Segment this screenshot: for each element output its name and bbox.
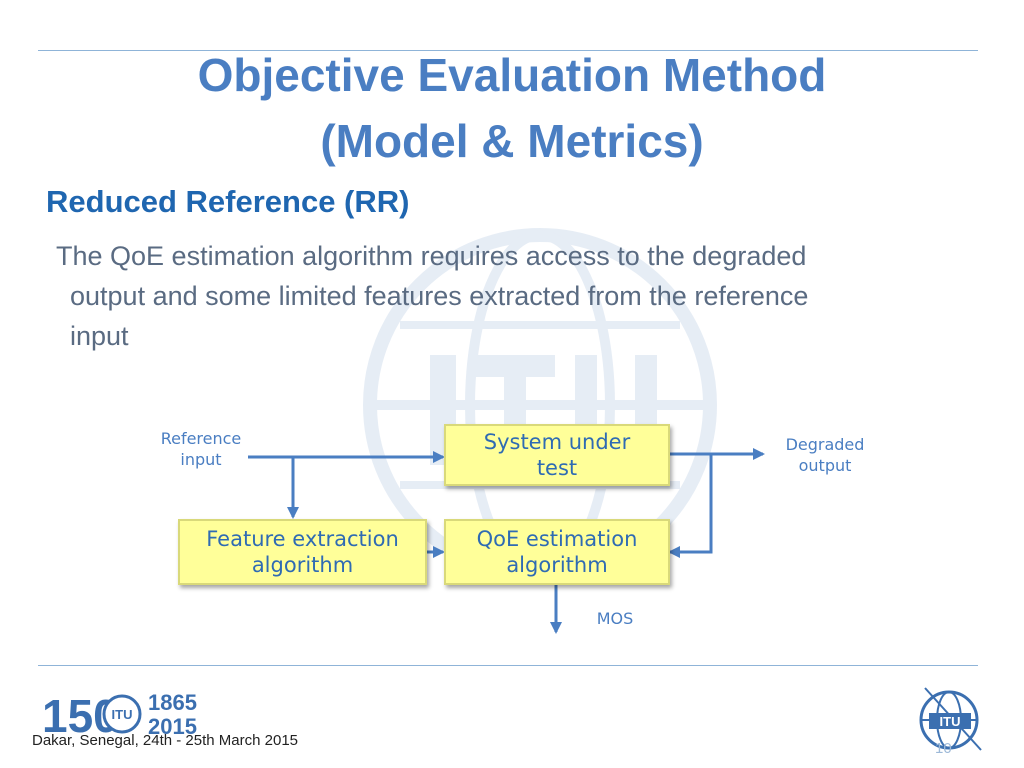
itu-150-logo-icon: 150 ITU 1865 2015 xyxy=(42,690,197,740)
subheading: Reduced Reference (RR) xyxy=(46,184,410,219)
svg-text:1865: 1865 xyxy=(148,690,197,715)
body-paragraph: The QoE estimation algorithm requires ac… xyxy=(56,236,1016,356)
svg-text:ITU: ITU xyxy=(940,714,961,729)
degraded-output-label: Degraded output xyxy=(785,435,865,475)
title-line-2: (Model & Metrics) xyxy=(320,115,704,167)
footer-location-date: Dakar, Senegal, 24th - 25th March 2015 xyxy=(32,732,299,749)
itu-logo-icon: ITU xyxy=(919,687,982,751)
system-under-test-box: System under test xyxy=(444,424,670,486)
svg-text:ITU: ITU xyxy=(112,707,133,722)
bottom-rule xyxy=(38,665,978,666)
page-number: 10 xyxy=(935,740,952,757)
body-line-2: output and some limited features extract… xyxy=(70,281,809,311)
body-line-1: The QoE estimation algorithm requires ac… xyxy=(56,241,807,271)
body-line-3: input xyxy=(70,321,129,351)
title-line-1: Objective Evaluation Method xyxy=(197,49,827,101)
top-rule xyxy=(38,50,978,51)
arrow-output-to-qoe xyxy=(668,454,713,558)
qoe-estimation-box: QoE estimation algorithm xyxy=(444,519,670,585)
reference-input-label: Reference input xyxy=(160,429,242,469)
mos-label: MOS xyxy=(596,609,634,628)
svg-text:2015: 2015 xyxy=(148,714,197,739)
feature-extraction-box: Feature extraction algorithm xyxy=(178,519,427,585)
slide-title: Objective Evaluation Method (Model & Met… xyxy=(0,42,1024,174)
